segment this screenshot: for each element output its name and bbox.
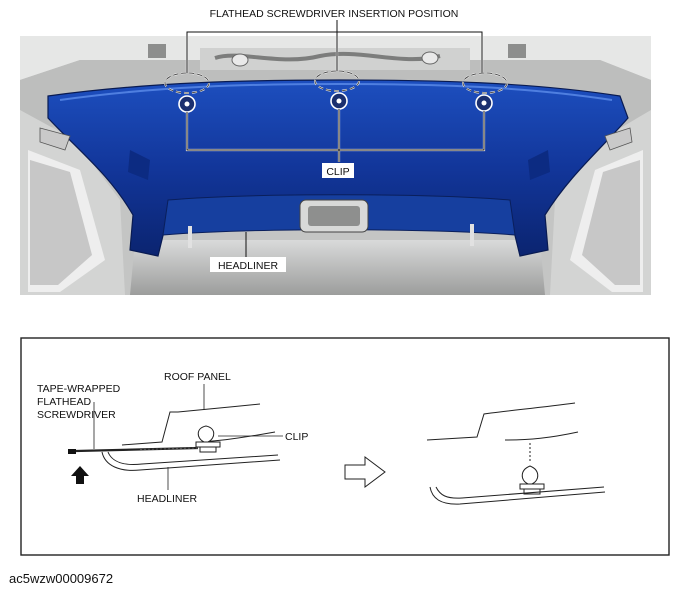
clip-right-detail xyxy=(519,465,545,495)
detail-frame xyxy=(20,337,670,556)
headliner-photo xyxy=(20,20,651,295)
clip-left-detail xyxy=(195,425,221,453)
figure-id: ac5wzw00009672 xyxy=(9,571,114,586)
headliner-left xyxy=(101,451,281,471)
roof-panel-left xyxy=(121,403,261,446)
screwdriver xyxy=(68,446,199,454)
roof-panel-label: ROOF PANEL xyxy=(164,371,231,383)
top-clip-label: CLIP xyxy=(326,166,349,178)
insertion-position-label: FLATHEAD SCREWDRIVER INSERTION POSITION xyxy=(210,8,459,20)
bottom-clip-label: CLIP xyxy=(285,431,308,443)
tool-label-line-3: SCREWDRIVER xyxy=(37,409,116,421)
detail-diagram xyxy=(20,337,670,556)
headliner-right xyxy=(429,486,606,505)
push-up-arrow xyxy=(71,466,89,484)
roof-panel-right xyxy=(426,402,576,441)
bottom-headliner-label: HEADLINER xyxy=(137,493,198,505)
tool-label-line-2: FLATHEAD xyxy=(37,396,91,408)
top-headliner-label: HEADLINER xyxy=(218,260,279,272)
transition-arrow xyxy=(344,456,386,488)
tool-label-line-1: TAPE-WRAPPED xyxy=(37,383,121,395)
